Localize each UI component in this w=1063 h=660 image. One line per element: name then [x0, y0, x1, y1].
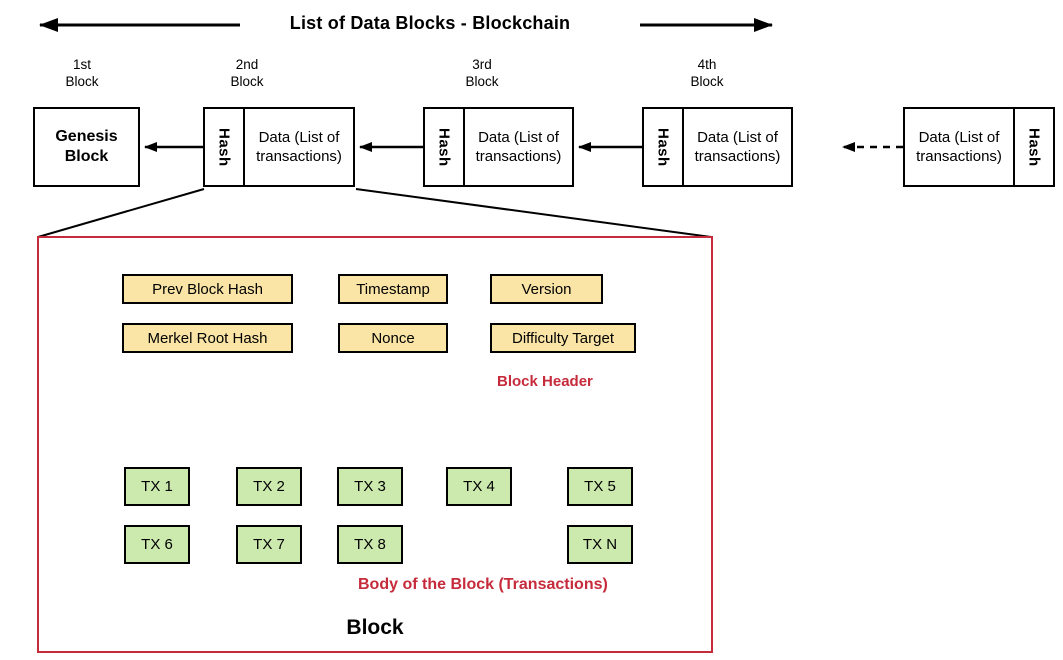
- tx-n: TX N: [567, 525, 633, 564]
- hash-label: Hash: [1025, 127, 1043, 167]
- ordinal-label-1: 1st Block: [32, 56, 132, 90]
- field-difficulty-target: Difficulty Target: [490, 323, 636, 353]
- tx-3: TX 3: [337, 467, 403, 506]
- tx-7: TX 7: [236, 525, 302, 564]
- block-3-data-cell: Data (List of transactions): [475, 129, 562, 165]
- tx-2: TX 2: [236, 467, 302, 506]
- block-label: Block: [346, 616, 404, 639]
- field-version: Version: [490, 274, 603, 304]
- tx-4: TX 4: [446, 467, 512, 506]
- hash-label: Hash: [435, 127, 453, 167]
- ordinal-position: 2nd: [235, 57, 259, 72]
- block-header-label: Block Header: [497, 373, 593, 390]
- tx-8: TX 8: [337, 525, 403, 564]
- zoom-connector-left: [37, 188, 205, 238]
- hash-label: Hash: [654, 127, 672, 167]
- block-4-hash-cell: Hash: [644, 109, 684, 185]
- hash-label: Hash: [215, 127, 233, 167]
- ordinal-word: Block: [230, 74, 264, 89]
- ordinal-position: 4th: [697, 57, 717, 72]
- ordinal-word: Block: [690, 74, 724, 89]
- block-4-data-cell: Data (List of transactions): [694, 129, 781, 165]
- field-nonce: Nonce: [338, 323, 448, 353]
- block-4: Hash Data (List of transactions): [642, 107, 793, 187]
- block-body-label: Body of the Block (Transactions): [358, 576, 608, 593]
- block-next-data-cell: Data (List of transactions): [916, 129, 1002, 165]
- block-3-hash-cell: Hash: [425, 109, 465, 185]
- block-next-hash-cell: Hash: [1013, 109, 1053, 185]
- block-next: Data (List of transactions) Hash: [903, 107, 1055, 187]
- block-3: Hash Data (List of transactions): [423, 107, 574, 187]
- ordinal-position: 3rd: [472, 57, 492, 72]
- genesis-block-label: Genesis Block: [55, 128, 118, 165]
- genesis-block: Genesis Block: [33, 107, 140, 187]
- expanded-block-outline: [37, 236, 713, 653]
- tx-6: TX 6: [124, 525, 190, 564]
- tx-5: TX 5: [567, 467, 633, 506]
- block-2: Hash Data (List of transactions): [203, 107, 355, 187]
- ordinal-word: Block: [465, 74, 499, 89]
- block-2-data-cell: Data (List of transactions): [256, 129, 342, 165]
- diagram-title: List of Data Blocks - Blockchain: [289, 13, 571, 33]
- ordinal-label-4: 4th Block: [657, 56, 757, 90]
- ordinal-word: Block: [65, 74, 99, 89]
- tx-1: TX 1: [124, 467, 190, 506]
- field-merkel-root-hash: Merkel Root Hash: [122, 323, 293, 353]
- ordinal-label-2: 2nd Block: [197, 56, 297, 90]
- field-prev-block-hash: Prev Block Hash: [122, 274, 293, 304]
- ordinal-label-3: 3rd Block: [432, 56, 532, 90]
- field-timestamp: Timestamp: [338, 274, 448, 304]
- zoom-connector-right: [355, 188, 712, 238]
- ordinal-position: 1st: [72, 57, 91, 72]
- block-2-hash-cell: Hash: [205, 109, 245, 185]
